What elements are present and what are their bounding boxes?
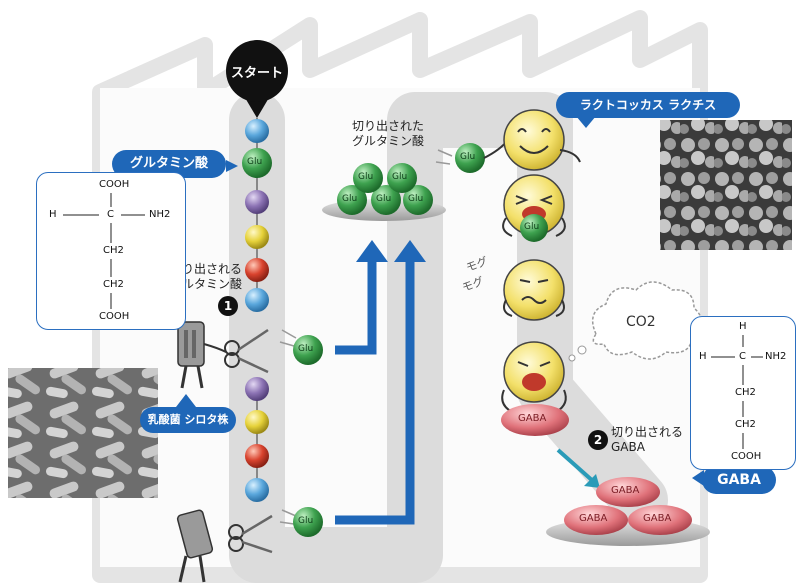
lactococcus-micrograph — [660, 120, 792, 250]
glu-bead-text: Glu — [358, 172, 374, 182]
pill-pointer — [226, 160, 238, 172]
formula-ch2: CH2 — [103, 245, 124, 256]
glu-bead-text: Glu — [392, 172, 408, 182]
bead-red — [245, 444, 269, 468]
gaba-bead-text: GABA — [611, 485, 640, 496]
glu-bead-text: Glu — [460, 152, 476, 162]
formula-bonds — [63, 193, 145, 309]
formula-h-top: H — [739, 321, 747, 332]
cut-glu-upper — [279, 329, 323, 365]
pill-pointer — [576, 116, 596, 128]
bead-yellow — [245, 410, 269, 434]
step-1-marker: 1 — [218, 296, 238, 316]
excised-glu-label: 切り出された グルタミン酸 — [351, 119, 424, 148]
lactobacillus-micrograph — [8, 368, 158, 498]
bead-purple — [245, 377, 269, 401]
lactobacillus-pill: 乳酸菌 シロタ株 — [140, 407, 236, 433]
gaba-plate — [546, 477, 710, 546]
co2-label: CO2 — [626, 314, 656, 330]
cut-glu-label: 切り出される グルタミン酸 — [169, 262, 242, 291]
glu-bead-text: Glu — [247, 157, 263, 167]
gaba-bead-text: GABA — [579, 513, 608, 524]
arrow-head — [394, 240, 426, 262]
bead-purple — [245, 190, 269, 214]
bead-blue — [245, 288, 269, 312]
bead-red — [245, 258, 269, 282]
teal-arrow — [556, 448, 600, 488]
scissors-cutter-lower — [176, 509, 273, 583]
bead-chain-upper — [242, 118, 272, 312]
cut-glu-lower — [279, 507, 323, 537]
lactococcus-face-chewing — [503, 259, 565, 321]
formula-ch2: CH2 — [735, 419, 756, 430]
formula-ch2: CH2 — [103, 279, 124, 290]
pill-pointer — [692, 470, 704, 486]
formula-h: H — [699, 351, 707, 362]
start-badge: スタート — [226, 40, 288, 102]
bead-blue — [245, 478, 269, 502]
flow-arrows — [335, 258, 415, 525]
glu-bead-text: Glu — [342, 194, 358, 204]
formula-nh2: NH2 — [149, 209, 171, 220]
formula-nh2: NH2 — [765, 351, 787, 362]
glu-in-transit — [435, 139, 509, 173]
step-2-label: 切り出される GABA — [611, 425, 684, 454]
step-2-marker: 2 — [588, 430, 608, 450]
pill-pointer — [176, 394, 196, 407]
formula-bonds — [711, 335, 763, 449]
bead-blue — [245, 119, 269, 143]
formula-cooh-bottom: COOH — [731, 451, 762, 462]
glu-bead-text: Glu — [408, 194, 424, 204]
scissors-cutter-upper — [177, 321, 269, 389]
lactococcus-face-happy — [503, 109, 581, 171]
glu-plate — [322, 163, 446, 221]
glu-bead-text: Glu — [298, 516, 314, 526]
formula-ch2: CH2 — [735, 387, 756, 398]
lactococcus-pill: ラクトコッカス ラクチス — [556, 92, 740, 118]
formula-h: H — [49, 209, 57, 220]
gaba-held — [501, 404, 569, 436]
formula-cooh-bottom: COOH — [99, 311, 130, 322]
glu-bead-text: Glu — [376, 194, 392, 204]
gaba-bead-text: GABA — [518, 413, 547, 424]
formula-c: C — [739, 351, 746, 362]
formula-c: C — [107, 209, 114, 220]
gaba-bead-text: GABA — [643, 513, 672, 524]
co2-cloud — [568, 281, 703, 362]
formula-cooh-top: COOH — [99, 179, 130, 190]
gaba-pill: GABA — [702, 466, 776, 494]
lactococcus-face-eating — [502, 174, 566, 242]
bead-yellow — [245, 225, 269, 249]
glu-bead-text: Glu — [298, 344, 314, 354]
bead-glu-active — [242, 148, 272, 178]
gaba-formula: H H C NH2 CH2 CH2 COOH — [690, 316, 796, 470]
glutamic-acid-formula: COOH H C NH2 CH2 CH2 COOH — [36, 172, 186, 330]
arrow-head — [356, 240, 388, 262]
glu-bead-text: Glu — [524, 222, 540, 232]
bead-chain-lower — [245, 377, 269, 502]
